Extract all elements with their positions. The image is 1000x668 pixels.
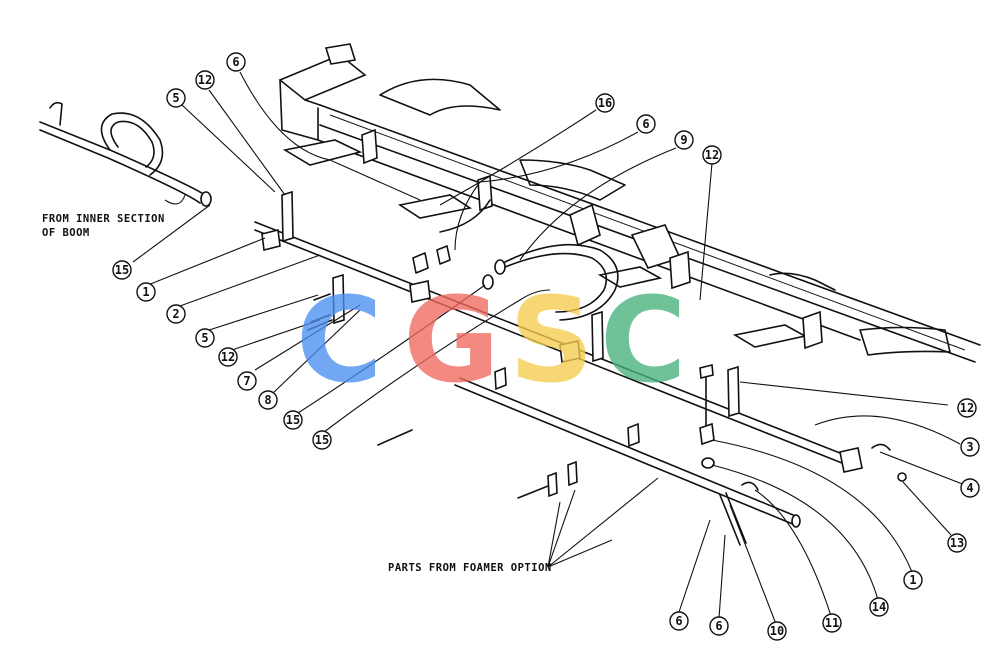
inner-section-hose [39,101,212,207]
callout-5-top: 5 [166,88,186,108]
svg-text:4: 4 [966,481,973,495]
callout-12-right-top: 12 [702,145,722,165]
callout-12-right: 12 [957,398,977,418]
svg-text:15: 15 [115,263,129,277]
leader-lines [132,71,966,625]
callout-12-low: 12 [218,347,238,367]
callout-7: 7 [237,371,257,391]
svg-text:12: 12 [960,401,974,415]
watermark-letter-c2: C [600,271,687,409]
svg-text:13: 13 [950,536,964,550]
svg-text:1: 1 [909,573,916,587]
hardware [307,245,907,499]
callout-8: 8 [258,390,278,410]
svg-text:6: 6 [675,614,682,628]
foamer-note: PARTS FROM FOAMER OPTION [388,562,552,574]
svg-text:11: 11 [825,616,839,630]
inner-section-note-line1: FROM INNER SECTION [42,213,165,225]
watermark-letter-c1: C [296,271,383,409]
callout-11: 11 [822,613,842,633]
svg-text:15: 15 [286,413,300,427]
callout-6-top: 6 [226,52,246,72]
svg-text:2: 2 [172,307,179,321]
callout-13: 13 [947,533,967,553]
callout-6-bottom-right: 6 [709,616,729,636]
svg-text:6: 6 [642,117,649,131]
svg-text:15: 15 [315,433,329,447]
callout-9: 9 [674,130,694,150]
callout-6-mid: 6 [636,114,656,134]
foamer-tube [454,366,801,546]
boom-frame [278,43,981,363]
callout-14: 14 [869,597,889,617]
svg-text:8: 8 [264,393,271,407]
annotations: FROM INNER SECTION OF BOOM PARTS FROM FO… [42,213,552,574]
callout-15-left: 15 [112,260,132,280]
svg-text:3: 3 [966,440,973,454]
callout-10: 10 [767,621,787,641]
svg-text:12: 12 [198,73,212,87]
callout-1-left: 1 [136,282,156,302]
callout-4: 4 [960,478,980,498]
callout-6-bottom-left: 6 [669,611,689,631]
callout-5-low: 5 [195,328,215,348]
svg-text:1: 1 [142,285,149,299]
svg-text:12: 12 [221,350,235,364]
callout-1-right: 1 [903,570,923,590]
watermark-logo: C G S C [296,271,687,409]
spray-pipe [254,190,863,473]
callout-2: 2 [166,304,186,324]
callout-15-mid: 15 [283,410,303,430]
callout-3: 3 [960,437,980,457]
svg-text:5: 5 [201,331,208,345]
svg-text:7: 7 [243,374,250,388]
svg-text:12: 12 [705,148,719,162]
svg-text:5: 5 [172,91,179,105]
callout-15-low: 15 [312,430,332,450]
watermark-letter-g: G [403,271,500,409]
callout-16: 16 [595,93,615,113]
watermark-letter-s: S [509,271,594,409]
svg-text:14: 14 [872,600,886,614]
svg-text:6: 6 [715,619,722,633]
svg-text:9: 9 [680,133,687,147]
callout-12-top: 12 [195,70,215,90]
svg-text:10: 10 [770,624,784,638]
svg-text:6: 6 [232,55,239,69]
callouts: 5 12 6 16 6 9 12 15 1 2 5 12 7 8 15 15 1… [112,52,980,641]
svg-text:16: 16 [598,96,612,110]
feed-hose [439,199,619,321]
inner-section-note-line2: OF BOOM [42,227,90,239]
